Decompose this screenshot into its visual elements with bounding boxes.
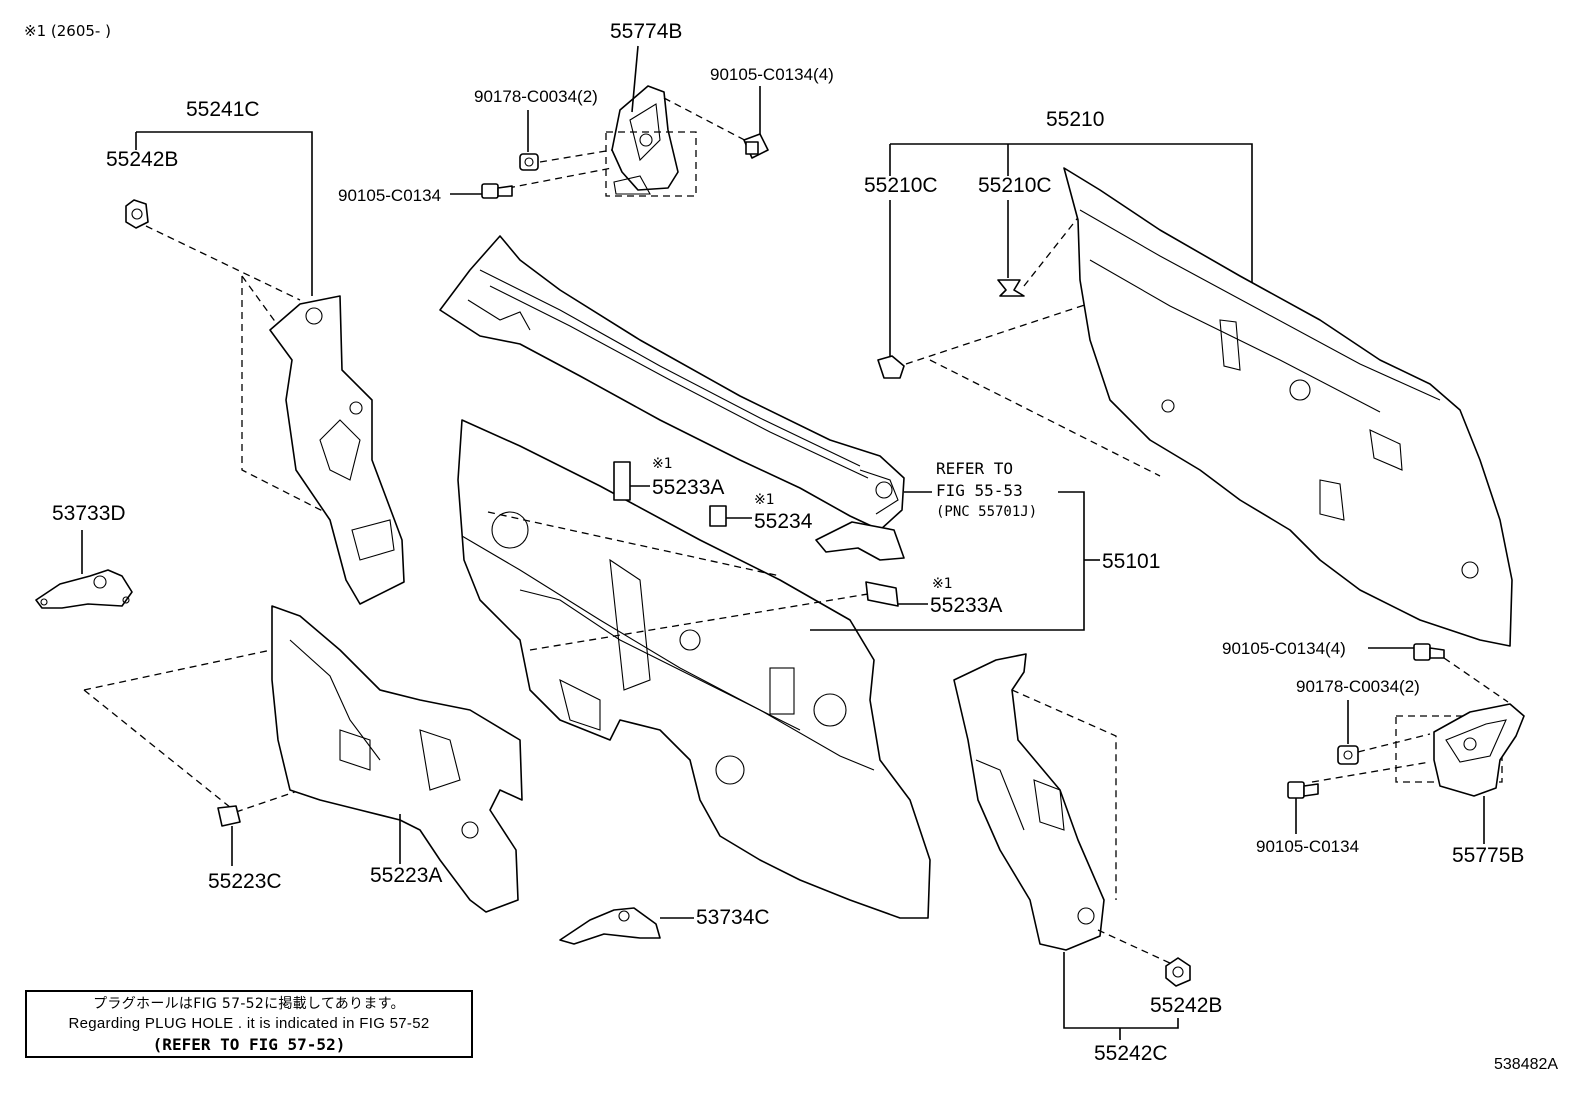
label-55775b: 55775B [1452,844,1524,867]
clip-55210c-b [997,279,1025,297]
clip-55210c-a [877,355,905,379]
bracket-55774b [611,85,679,195]
panel-55242c [953,653,1105,951]
label-90178-c0034-2-top: 90178-C0034(2) [474,87,598,106]
figure-number: 538482A [1494,1056,1559,1073]
top-note: ※1 (2605- ) [24,22,111,40]
bolt-90105-c0134-right-top [1413,643,1445,661]
label-55210: 55210 [1046,108,1104,131]
dash-panel-55101 [457,419,931,919]
bolt-90105-c0134-right [1287,781,1319,799]
label-90105-c0134-4-top: 90105-C0134(4) [710,65,834,84]
silencer-55223a [271,605,523,913]
sheet-55233a-lower [865,581,899,607]
label-55774b: 55774B [610,20,682,43]
clip-55223c [217,805,241,827]
panel-55241c [269,295,405,605]
label-55234: 55234 [754,510,813,533]
note-line-japanese: プラグホールはFIG 57-52に掲載してあります。 [93,996,405,1012]
label-55233a-upper: 55233A [652,476,724,499]
label-55101: 55101 [1102,550,1160,573]
cowl-top-panel [439,235,905,561]
plug-hole-note: プラグホールはFIG 57-52に掲載してあります。 Regarding PLU… [25,990,473,1058]
refer-line3: (PNC 55701J) [936,504,1037,520]
label-53734c: 53734C [696,906,770,929]
mark-3: ※1 [932,576,953,592]
label-55242c: 55242C [1094,1042,1168,1065]
label-55223a: 55223A [370,864,442,887]
mark-1: ※1 [652,456,673,472]
label-90105-c0134-4-right: 90105-C0134(4) [1222,639,1346,658]
label-55223c: 55223C [208,870,282,893]
clip-55242b-top [125,199,149,229]
note-line-english: Regarding PLUG HOLE . it is indicated in… [68,1015,430,1032]
bracket-53734c [559,907,661,945]
refer-line2: FIG 55-53 [936,481,1023,500]
insulator-55210 [1063,167,1513,647]
mark-2: ※1 [754,492,775,508]
label-55242b-top: 55242B [106,148,178,171]
label-55210c-b: 55210C [978,174,1052,197]
bolt-90105-c0134-left [481,183,513,199]
sheet-55233a-upper [613,461,631,501]
refer-line1: REFER TO [936,459,1013,478]
label-55233a-lower: 55233A [930,594,1002,617]
label-90105-c0134-top: 90105-C0134 [338,186,441,205]
label-55242b-bottom: 55242B [1150,994,1222,1017]
bracket-53733d [35,569,133,609]
label-90178-c0034-2-right: 90178-C0034(2) [1296,677,1420,696]
label-55241c: 55241C [186,98,260,121]
label-55210c-a: 55210C [864,174,938,197]
bolt-90105-c0134-top [743,133,769,159]
sheet-55234 [709,505,727,527]
label-90105-c0134-right: 90105-C0134 [1256,837,1359,856]
nut-90178-c0034-top [519,153,539,171]
nut-90178-c0034-right [1337,745,1359,765]
clip-55242b-bottom [1165,957,1191,987]
bracket-55775b [1433,703,1525,797]
label-53733d: 53733D [52,502,126,525]
note-line-refer: (REFER TO FIG 57-52) [152,1035,346,1054]
